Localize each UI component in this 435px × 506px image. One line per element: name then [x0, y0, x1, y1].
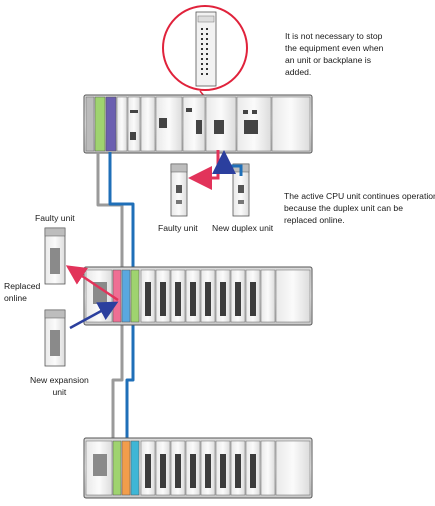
cpu-rack: [83, 94, 313, 154]
note-add-unit: It is not necessary to stop the equipmen…: [285, 31, 384, 77]
new-in-arrow: [69, 301, 119, 330]
remove-arrow: [188, 150, 220, 190]
new-expansion-unit: [44, 309, 66, 367]
label-new-duplex-unit: New duplex unit: [212, 223, 274, 233]
magnifier-callout: [162, 5, 248, 98]
faulty-out-arrow: [65, 265, 119, 302]
expansion-rack-bottom: [83, 437, 313, 499]
label-faulty-unit-cpu: Faulty unit: [158, 223, 198, 233]
label-replaced-online: Replaced online: [4, 281, 41, 303]
label-new-expansion-unit: New expansion unit: [30, 375, 89, 397]
label-faulty-unit-left: Faulty unit: [35, 213, 75, 223]
note-duplex: The active CPU unit continues operation …: [284, 191, 435, 225]
expansion-rack-middle: [83, 266, 313, 326]
faulty-expansion-unit: [44, 227, 66, 285]
insert-arrow: [212, 150, 243, 176]
faulty-cpu-unit: [170, 163, 188, 217]
